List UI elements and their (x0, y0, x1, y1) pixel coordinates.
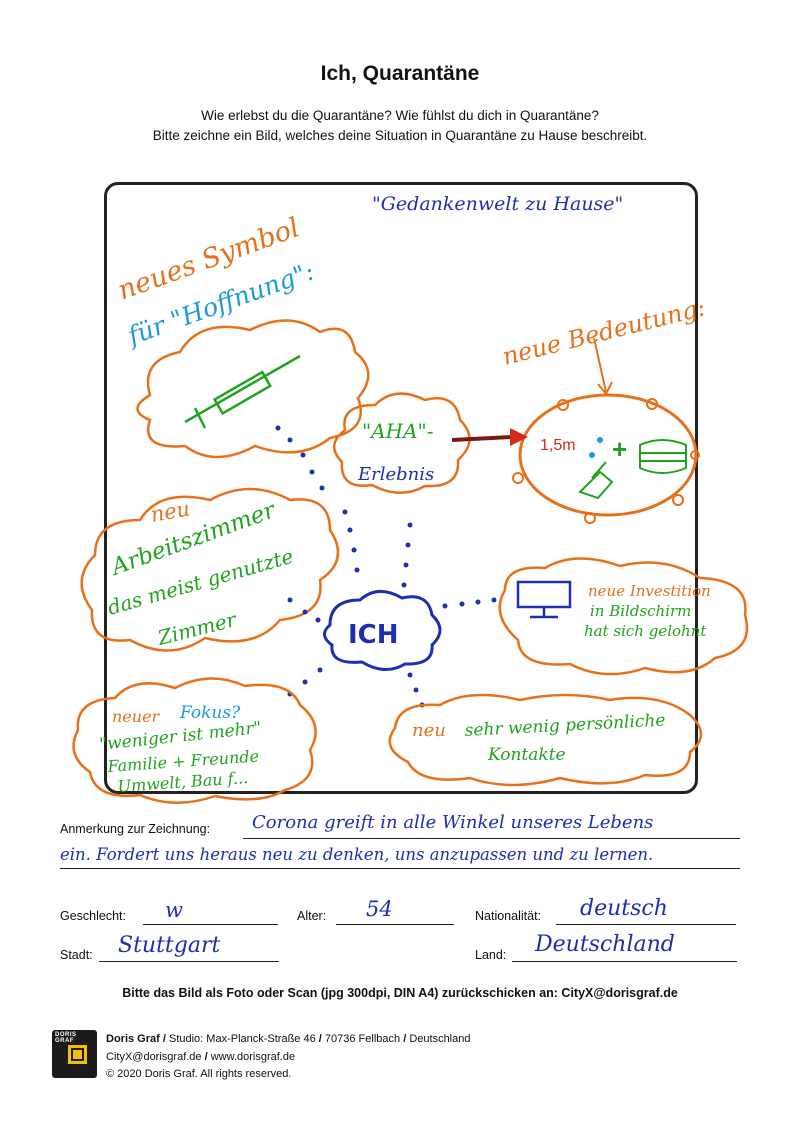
logo-text: DORIS GRAF (55, 1032, 77, 1044)
logo-inner-square-icon (73, 1050, 82, 1059)
subtitle-line-1: Wie erlebst du die Quarantäne? Wie fühls… (201, 108, 599, 123)
monitor-icon (516, 580, 572, 619)
drawing-frame (104, 182, 698, 794)
nationality-line (556, 924, 736, 925)
contact-text-line-2: Kontakte (487, 745, 566, 765)
city-value: Stuttgart (118, 933, 221, 958)
city-line (99, 961, 279, 962)
doris-graf-logo: DORIS GRAF (52, 1030, 97, 1078)
aha-subtext: Erlebnis (357, 464, 434, 485)
coronavirus-icon (518, 393, 698, 517)
focus-tag: neuer (112, 707, 161, 726)
office-cloud (80, 487, 340, 652)
invest-cloud (498, 557, 749, 676)
gender-value: w (165, 898, 183, 922)
invest-text-line-1: neue Investition (588, 582, 711, 600)
invest-text-line-2: in Bildschirm (590, 602, 691, 620)
arrow-icon (451, 428, 528, 446)
virus-spikes (512, 398, 700, 524)
invest-text-line-3: hat sich gelohnt (584, 622, 707, 640)
age-value: 54 (366, 897, 393, 921)
distance-label: 1,5m (540, 437, 576, 454)
focus-word: Fokus? (179, 703, 241, 723)
country-value: Deutschland (535, 932, 675, 957)
footer-name: Doris Graf (106, 1033, 160, 1045)
footer-copyright: © 2020 Doris Graf. All rights reserved. (106, 1068, 292, 1080)
logo-square-icon (68, 1045, 87, 1064)
remark-label: Anmerkung zur Zeichnung: (60, 822, 211, 836)
plus-sign: + (612, 434, 627, 464)
footer-studio: Studio: Max-Planck-Straße 46 (168, 1033, 316, 1045)
syringe-cloud (136, 319, 370, 459)
age-line (336, 924, 454, 925)
aha-text: "AHA"- (362, 419, 434, 443)
footer-email-link[interactable]: CityX@dorisgraf.de (106, 1051, 202, 1063)
drawing: "Gedankenwelt zu Hause" neues Symbol für… (72, 193, 749, 804)
country-line (512, 961, 737, 962)
footer-website-link[interactable]: www.dorisgraf.de (210, 1051, 296, 1063)
remark-line-2 (60, 868, 740, 869)
country-label: Land: (475, 948, 507, 962)
gender-label: Geschlecht: (60, 909, 127, 923)
remark-line-1 (243, 838, 740, 839)
office-tag: neu (149, 496, 192, 526)
focus-cloud (72, 677, 317, 804)
mask-icon (639, 439, 687, 474)
center-cloud (323, 590, 442, 671)
meaning-text: neue Bedeutung: (500, 293, 708, 370)
subtitle-line-2: Bitte zeichne ein Bild, welches deine Si… (152, 128, 648, 143)
nationality-value: deutsch (580, 896, 668, 921)
dotted-rays (275, 425, 497, 708)
remark-value-line-1: Corona greift in alle Winkel unseres Leb… (252, 812, 654, 833)
nationality-label: Nationalität: (475, 909, 542, 923)
contact-cloud (388, 693, 703, 787)
return-instructions: Bitte das Bild als Foto oder Scan (jpg 3… (122, 986, 678, 1000)
gender-line (143, 924, 278, 925)
syringe-icon (184, 354, 301, 429)
footer-postal: 70736 Fellbach (324, 1033, 401, 1045)
city-label: Stadt: (60, 948, 93, 962)
footer-country: Deutschland (409, 1033, 471, 1045)
remark-value-line-2: ein. Fordert uns heraus neu zu denken, u… (60, 845, 654, 864)
contact-tag: neu (412, 720, 446, 741)
hand-washing-icon (578, 437, 614, 500)
contact-text-line-1: sehr wenig persönliche (464, 711, 666, 741)
center-text: ICH (348, 620, 399, 650)
aha-cloud (333, 392, 471, 494)
footer-address: Doris Graf / Studio: Max-Planck-Straße 4… (106, 1033, 471, 1045)
page-title: Ich, Quarantäne (320, 62, 480, 85)
drawing-heading: "Gedankenwelt zu Hause" (372, 193, 623, 215)
age-label: Alter: (297, 909, 327, 923)
footer-contact: CityX@dorisgraf.de / www.dorisgraf.de (106, 1051, 296, 1063)
